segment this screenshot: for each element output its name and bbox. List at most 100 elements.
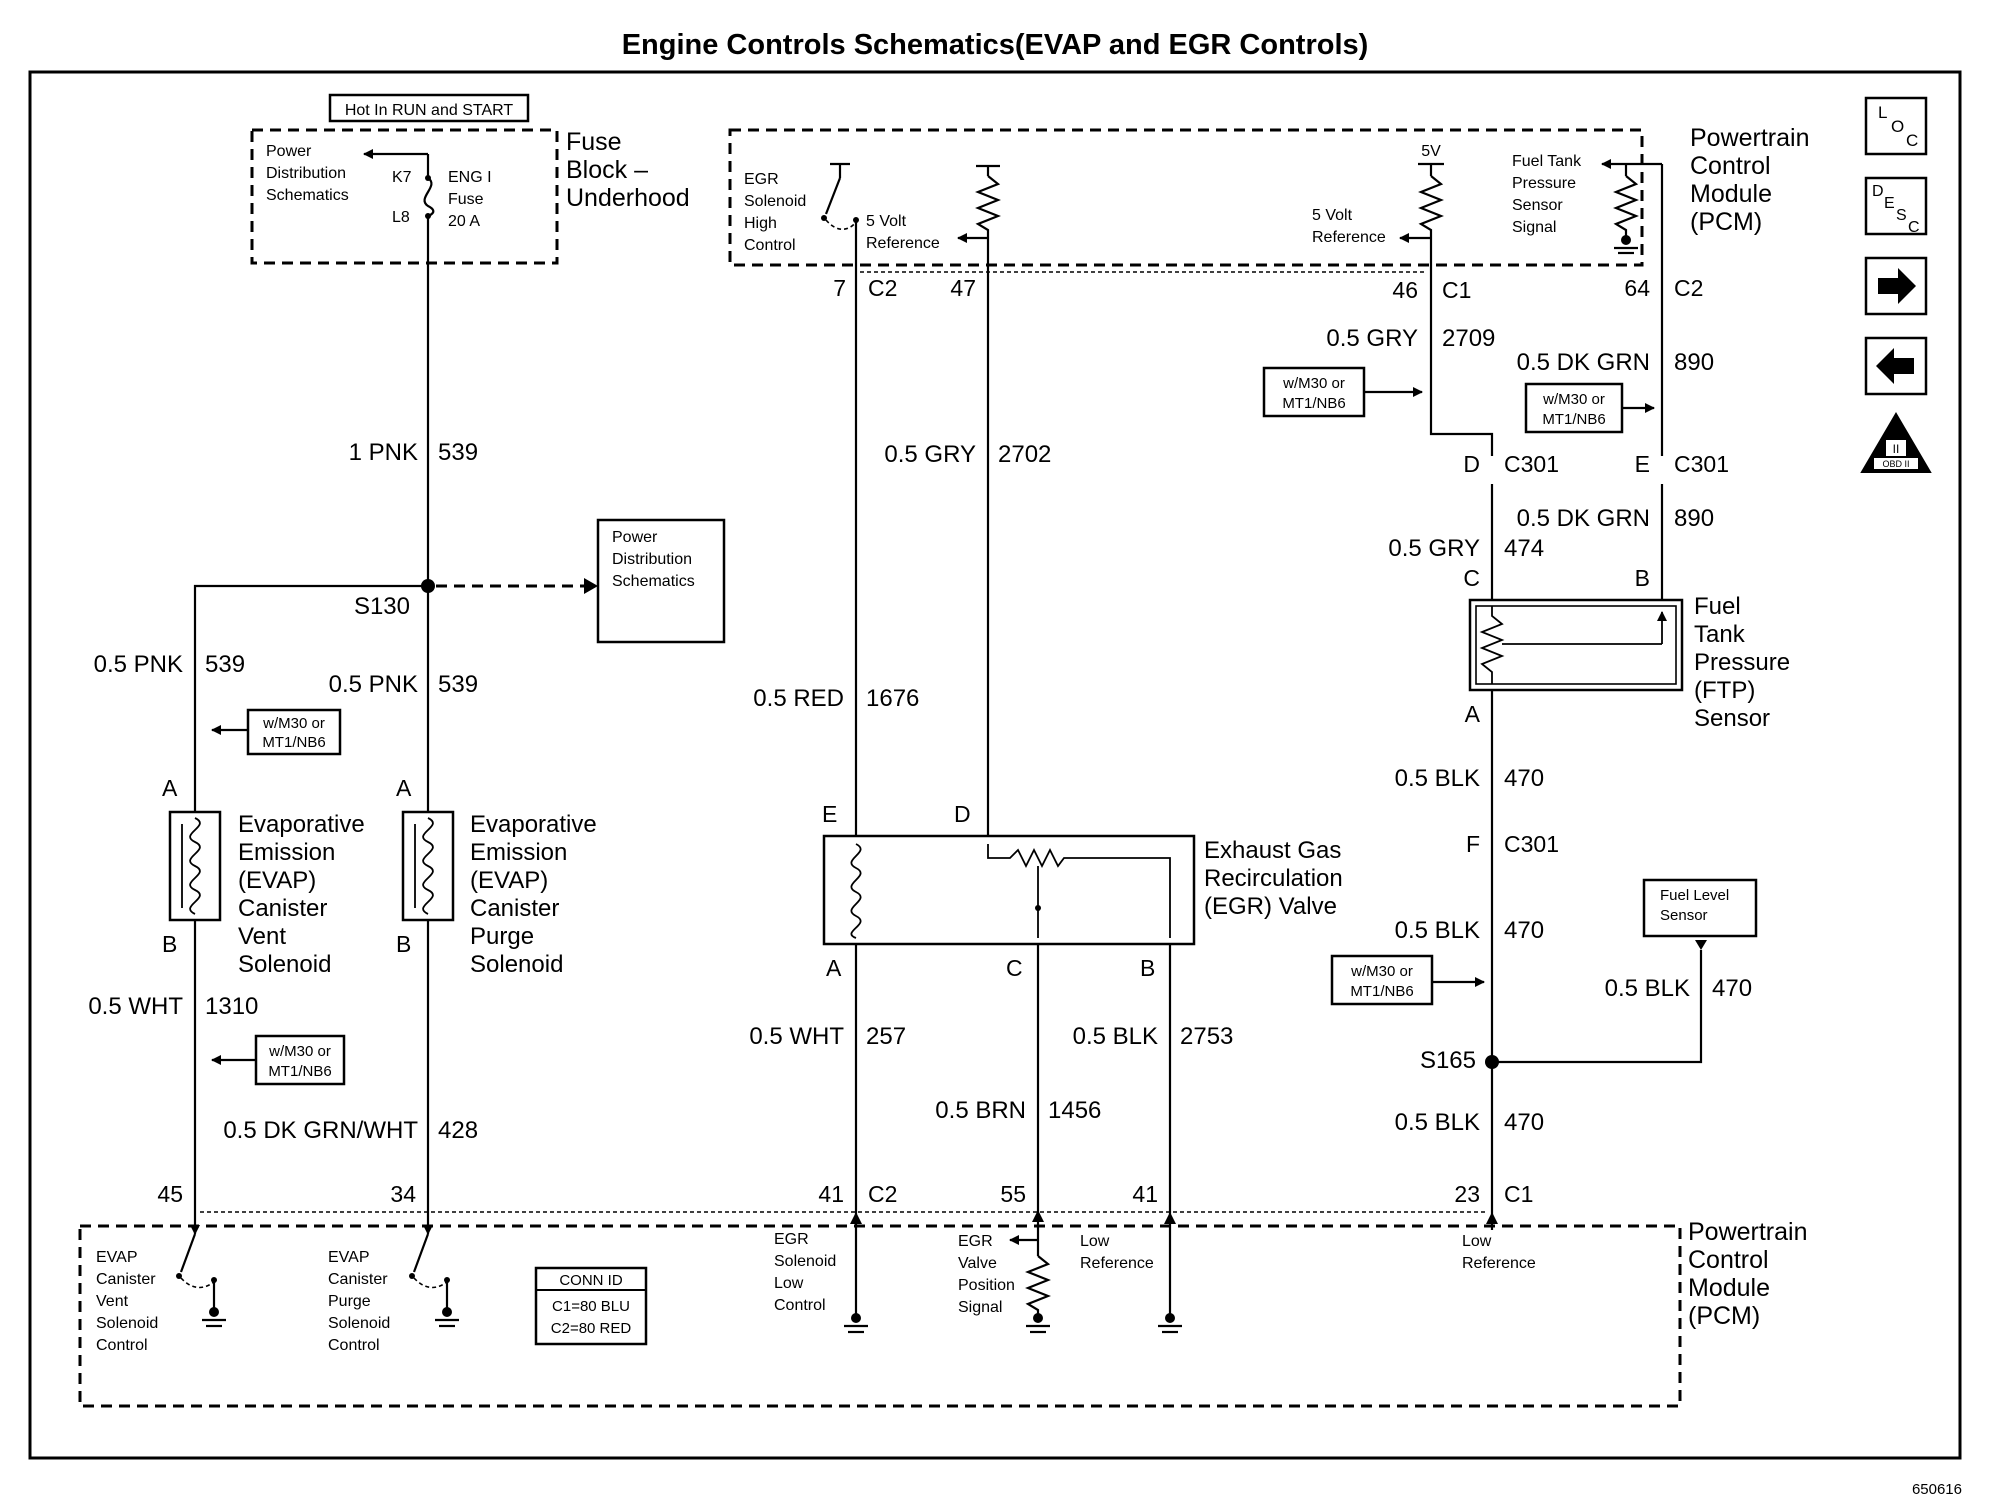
svg-text:D: D: [1872, 183, 1884, 200]
svg-text:Powertrain: Powertrain: [1690, 124, 1810, 152]
svg-text:C1: C1: [1442, 277, 1471, 303]
c301-e-pin: E: [1635, 451, 1650, 477]
right-arrow-icon[interactable]: [1864, 256, 1928, 316]
egr-pin-e: E: [822, 801, 837, 827]
pcm-bottom-outline: [78, 1224, 1682, 1408]
c301-f-conn: C301: [1504, 831, 1559, 857]
svg-text:Reference: Reference: [866, 235, 940, 252]
svg-text:(FTP): (FTP): [1694, 677, 1755, 704]
loc-icon[interactable]: L O C: [1864, 96, 1928, 156]
option-note-4-line1: w/M30 or: [1542, 391, 1605, 408]
svg-text:Solenoid: Solenoid: [238, 951, 331, 978]
svg-text:Reference: Reference: [1080, 1255, 1154, 1272]
svg-text:EVAP: EVAP: [328, 1249, 370, 1266]
purge-pin-b: B: [396, 931, 411, 957]
wire-1310-circuit: 1310: [205, 993, 258, 1020]
wire-539-purge-circuit: 539: [438, 671, 478, 698]
ground-icon: [1158, 1324, 1182, 1334]
option-note-1-line1: w/M30 or: [262, 715, 325, 732]
egr-5v-ref-label: 5 Volt Reference: [866, 213, 940, 252]
option-note-1: [246, 708, 342, 756]
wire-539-vent: [193, 584, 428, 1208]
desc-icon[interactable]: D E S C: [1864, 176, 1928, 236]
svg-text:20 A: 20 A: [448, 213, 480, 230]
svg-text:OBD II: OBD II: [1882, 459, 1909, 469]
option-note-2-line2: MT1/NB6: [268, 1063, 331, 1080]
svg-text:Canister: Canister: [238, 895, 327, 922]
svg-text:Control: Control: [1690, 152, 1771, 180]
option-note-2-line1: w/M30 or: [268, 1043, 331, 1060]
wire-539-main-size: 1 PNK: [349, 439, 418, 466]
ftp-pin-c: C: [1463, 565, 1480, 591]
svg-text:Solenoid: Solenoid: [744, 193, 806, 210]
obd-ii-icon[interactable]: II OBD II: [1860, 412, 1932, 473]
pcm-bottom-label: Powertrain Control Module (PCM): [1688, 1218, 1808, 1330]
ftp-sensor: [1468, 598, 1684, 692]
svg-text:Evaporative: Evaporative: [470, 811, 597, 838]
svg-text:Reference: Reference: [1462, 1255, 1536, 1272]
fuse-pin-l8: L8: [392, 209, 410, 226]
power-distribution-box: [596, 518, 726, 644]
svg-text:23: 23: [1454, 1181, 1480, 1207]
ftp-pin-b: B: [1635, 565, 1650, 591]
svg-text:C: C: [1908, 219, 1920, 236]
left-arrow-icon[interactable]: [1864, 336, 1928, 396]
egr-low-ref-label: Low Reference: [1080, 1233, 1154, 1272]
svg-text:Block –: Block –: [566, 156, 648, 184]
ftp-low-ref-label: Low Reference: [1462, 1233, 1536, 1272]
ftp-5v-label: 5V: [1421, 143, 1441, 160]
wire-470-fl-circuit: 470: [1712, 975, 1752, 1002]
svg-text:EGR: EGR: [958, 1233, 993, 1250]
svg-text:(PCM): (PCM): [1688, 1302, 1760, 1330]
egr-high-control-label: EGR Solenoid High Control: [744, 171, 806, 254]
ftp-5v-ref-label: 5 Volt Reference: [1312, 207, 1386, 246]
svg-text:Valve: Valve: [958, 1255, 997, 1272]
egr-pin-c: C: [1006, 955, 1023, 981]
svg-text:Pressure: Pressure: [1694, 649, 1790, 676]
c301-d-conn: C301: [1504, 451, 1559, 477]
fuse-icon: [423, 154, 435, 219]
fuse-block-label: Fuse Block – Underhood: [566, 128, 690, 212]
svg-text:Powertrain: Powertrain: [1688, 1218, 1808, 1246]
wire-257-size: 0.5 WHT: [749, 1023, 844, 1050]
fuse-pin-k7: K7: [392, 169, 412, 186]
coil-icon: [850, 843, 862, 939]
svg-text:Control: Control: [744, 237, 796, 254]
egr-pin-b: B: [1140, 955, 1155, 981]
ftp-pin-a: A: [1465, 701, 1481, 727]
egr-pin-d: D: [954, 801, 971, 827]
svg-text:Canister: Canister: [470, 895, 559, 922]
page-title: Engine Controls Schematics(EVAP and EGR …: [622, 29, 1369, 61]
wire-2753-size: 0.5 BLK: [1073, 1023, 1158, 1050]
wire-2702-size: 0.5 GRY: [884, 441, 976, 468]
svg-text:5 Volt: 5 Volt: [1312, 207, 1353, 224]
potentiometer-icon: [987, 844, 1171, 938]
svg-text:Schematics: Schematics: [266, 187, 349, 204]
diagram-frame: [28, 70, 1962, 1460]
svg-text:Power: Power: [266, 143, 312, 160]
egr-position-label: EGR Valve Position Signal: [958, 1233, 1015, 1316]
svg-text:S: S: [1896, 207, 1907, 224]
evap-vent-control-label: EVAP Canister Vent Solenoid Control: [96, 1249, 158, 1354]
purge-pin-a: A: [396, 775, 412, 801]
svg-text:II: II: [1893, 442, 1900, 456]
svg-text:Fuse: Fuse: [566, 128, 622, 156]
svg-text:Distribution: Distribution: [266, 165, 346, 182]
svg-text:45: 45: [157, 1181, 183, 1207]
svg-text:Purge: Purge: [470, 923, 534, 950]
fuse-block-outline: [250, 128, 559, 265]
egr-valve: [822, 834, 1196, 946]
resistor-icon: [1418, 162, 1444, 280]
figure-number: 650616: [1912, 1481, 1962, 1498]
switch-icon: [409, 1208, 452, 1317]
ground-icon: [435, 1318, 459, 1328]
svg-text:O: O: [1891, 117, 1904, 136]
pcm-top-outline: [728, 128, 1644, 267]
wire-2753-circuit: 2753: [1180, 1023, 1233, 1050]
wire-470-fl-size: 0.5 BLK: [1605, 975, 1690, 1002]
svg-text:Vent: Vent: [96, 1293, 129, 1310]
svg-text:Distribution: Distribution: [612, 551, 692, 568]
wire-470-fuel-level: [1492, 950, 1703, 1064]
svg-text:Sensor: Sensor: [1512, 197, 1563, 214]
ground-icon: [844, 1324, 868, 1334]
